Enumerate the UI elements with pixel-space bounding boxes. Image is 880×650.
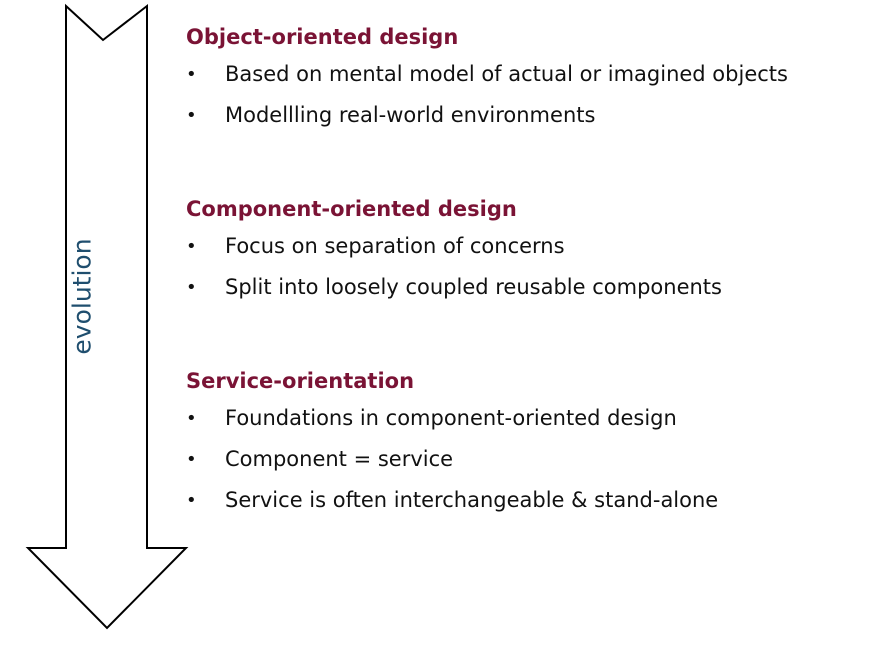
bullet-item: • Based on mental model of actual or ima… xyxy=(186,54,876,95)
bullet-icon: • xyxy=(186,105,197,126)
content-area: Object-oriented design • Based on mental… xyxy=(186,20,876,521)
bullet-text: Foundations in component-oriented design xyxy=(225,406,677,430)
section-service-orientation: Service-orientation • Foundations in com… xyxy=(186,364,876,521)
bullet-item: • Service is often interchangeable & sta… xyxy=(186,480,876,521)
section-component-oriented: Component-oriented design • Focus on sep… xyxy=(186,192,876,308)
bullet-text: Modellling real-world environments xyxy=(225,103,596,127)
bullet-text: Focus on separation of concerns xyxy=(225,234,565,258)
section-title: Component-oriented design xyxy=(186,197,517,221)
bullet-item: • Modellling real-world environments xyxy=(186,95,876,136)
bullet-text: Split into loosely coupled reusable comp… xyxy=(225,275,722,299)
bullet-item: • Focus on separation of concerns xyxy=(186,226,876,267)
bullet-icon: • xyxy=(186,277,197,298)
evolution-label: evolution xyxy=(67,238,97,355)
arrow-shape xyxy=(25,3,189,630)
bullet-text: Component = service xyxy=(225,447,454,471)
bullet-icon: • xyxy=(186,408,197,429)
bullet-icon: • xyxy=(186,236,197,257)
section-title: Object-oriented design xyxy=(186,25,459,49)
section-title: Service-orientation xyxy=(186,369,415,393)
bullet-icon: • xyxy=(186,64,197,85)
bullet-item: • Component = service xyxy=(186,439,876,480)
bullet-icon: • xyxy=(186,449,197,470)
bullet-text: Service is often interchangeable & stand… xyxy=(225,488,719,512)
section-spacer xyxy=(186,136,876,192)
section-spacer xyxy=(186,308,876,364)
section-object-oriented: Object-oriented design • Based on mental… xyxy=(186,20,876,136)
bullet-item: • Split into loosely coupled reusable co… xyxy=(186,267,876,308)
bullet-icon: • xyxy=(186,490,197,511)
bullet-text: Based on mental model of actual or imagi… xyxy=(225,62,788,86)
bullet-item: • Foundations in component-oriented desi… xyxy=(186,398,876,439)
